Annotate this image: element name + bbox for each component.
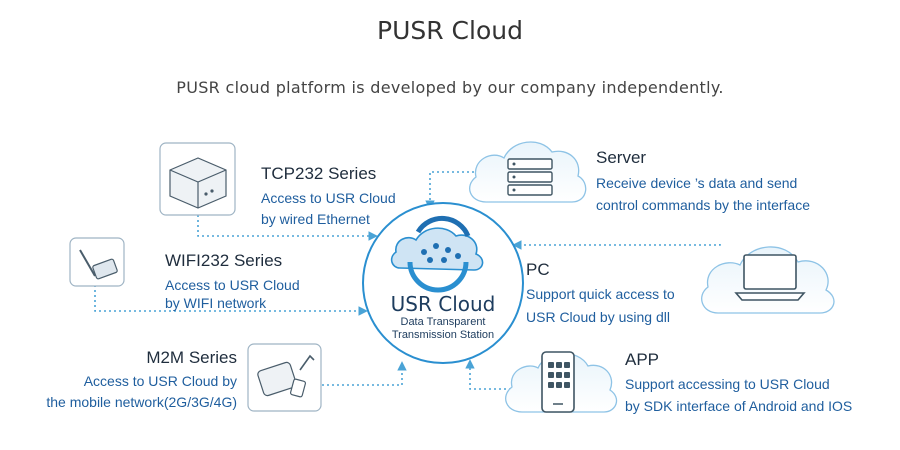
connector-app <box>465 359 511 390</box>
page-title: PUSR Cloud <box>377 16 523 45</box>
page-subtitle: PUSR cloud platform is developed by our … <box>176 78 724 97</box>
node-title: PC <box>526 260 550 279</box>
node-desc-line2: control commands by the interface <box>596 197 810 213</box>
server-rack-icon <box>507 158 553 196</box>
connector-tcp <box>197 215 378 241</box>
usr-cloud-logo <box>362 202 524 364</box>
node-desc-line2: the mobile network(2G/3G/4G) <box>46 394 237 410</box>
smartphone-icon <box>541 351 575 413</box>
node-desc-line2: USR Cloud by using dll <box>526 309 670 325</box>
laptop-icon <box>734 254 806 301</box>
center-station: USR Cloud Data Transparent Transmission … <box>363 292 523 342</box>
pc-cloud-icon <box>701 246 835 314</box>
node-m2m: M2M Series Access to USR Cloud by the mo… <box>0 348 237 413</box>
node-pc: PC Support quick access to USR Cloud by … <box>526 260 675 328</box>
node-app: APP Support accessing to USR Cloud by SD… <box>625 350 852 417</box>
connector-wifi <box>94 285 368 316</box>
server-cloud-icon <box>469 141 587 203</box>
wifi-module-icon <box>69 237 125 287</box>
node-title: TCP232 Series <box>261 164 377 183</box>
node-desc-line2: by wired Ethernet <box>261 211 370 227</box>
app-cloud-icon <box>505 351 618 413</box>
node-desc-line1: Support accessing to USR Cloud <box>625 376 830 392</box>
center-title: USR Cloud <box>390 292 496 316</box>
node-tcp232: TCP232 Series Access to USR Cloud by wir… <box>261 164 396 230</box>
node-title: M2M Series <box>146 348 237 367</box>
node-server: Server Receive device ’s data and send c… <box>596 148 810 216</box>
node-title: APP <box>625 350 660 369</box>
node-desc-line2: by WIFI network <box>165 295 267 311</box>
center-line1: Data Transparent <box>400 316 486 328</box>
node-desc-line1: Access to USR Cloud by <box>83 373 237 389</box>
m2m-modem-icon <box>247 343 322 412</box>
router-device-icon <box>159 142 236 216</box>
center-line2: Transmission Station <box>391 329 495 341</box>
node-title: WIFI232 Series <box>165 251 283 270</box>
node-desc-line1: Support quick access to <box>526 286 675 302</box>
node-desc-line1: Receive device ’s data and send <box>596 175 798 191</box>
node-title: Server <box>596 148 647 167</box>
node-desc-line1: Access to USR Cloud <box>165 277 300 293</box>
connector-m2m <box>282 361 407 386</box>
connector-pc <box>512 240 721 250</box>
node-wifi232: WIFI232 Series Access to USR Cloud by WI… <box>165 251 300 314</box>
node-desc-line1: Access to USR Cloud <box>261 190 396 206</box>
node-desc-line2: by SDK interface of Android and IOS <box>625 398 853 414</box>
